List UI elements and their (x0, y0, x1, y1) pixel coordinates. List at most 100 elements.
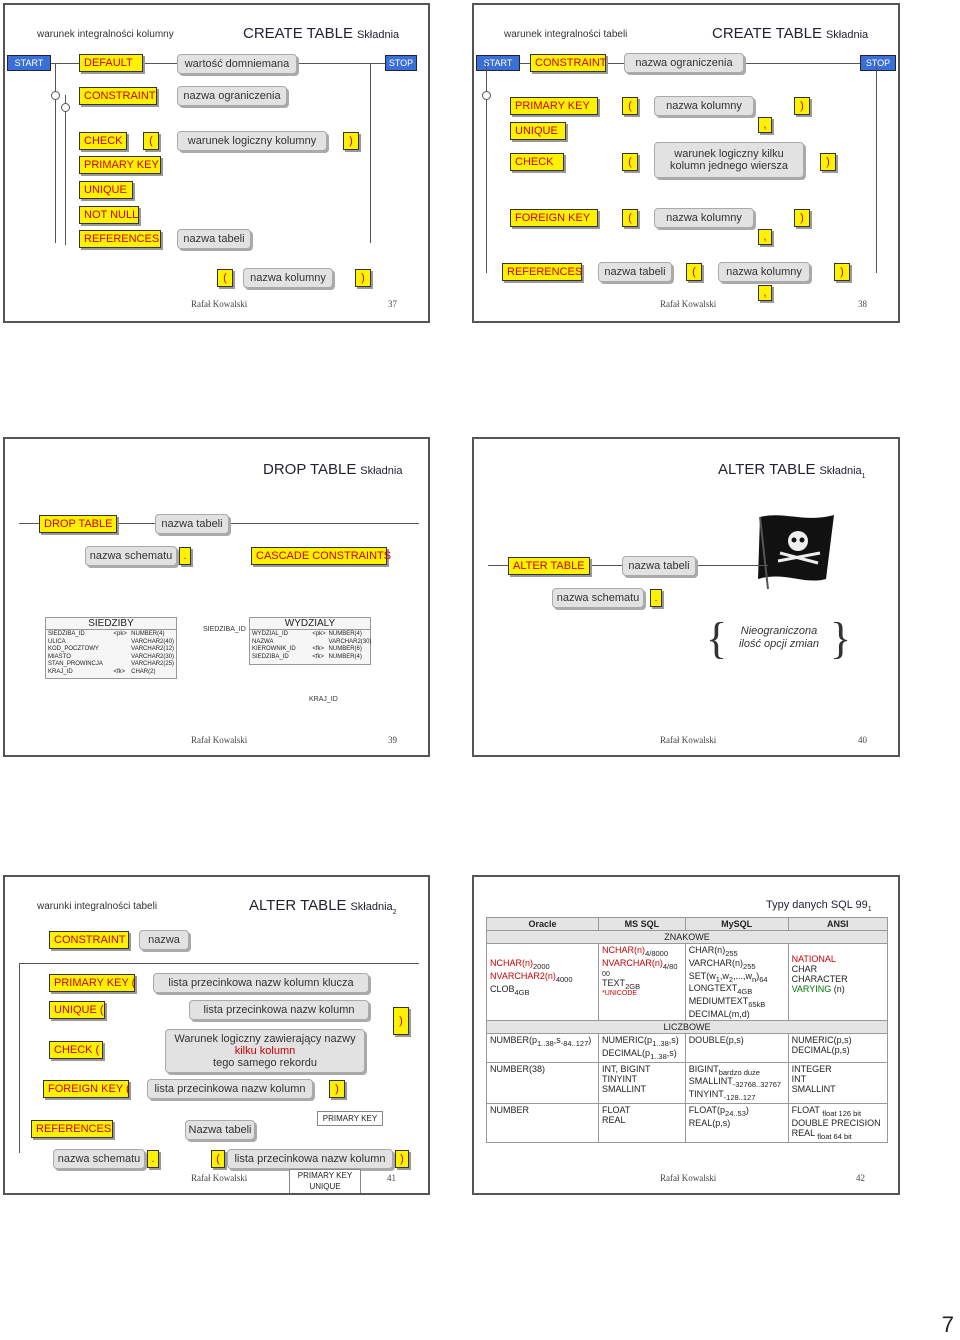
branch-line (486, 63, 487, 273)
junction-dot (482, 91, 491, 100)
lparen: ( (622, 153, 638, 171)
entity-column-cell: <pk> (312, 631, 326, 637)
column-name-param: nazwa kolumny (654, 208, 754, 228)
slide-left-title: warunek integralności kolumny (37, 29, 174, 40)
cell: NCHAR(n)2000 NVARCHAR2(n)4000 CLOB4GB (485, 943, 600, 1021)
primary-key-keyword: PRIMARY KEY (510, 97, 598, 115)
start-terminal: START (7, 55, 51, 71)
table-name-param: nazwa tabeli (598, 262, 672, 282)
link-label: SIEDZIBA_ID (203, 626, 246, 633)
cell: NCHAR(n)4/8000 NVARCHAR(n)4/80 00 TEXT2G… (598, 943, 686, 1021)
check-keyword: CHECK (79, 132, 127, 150)
entity-column-cell (114, 661, 132, 669)
stop-terminal: STOP (860, 55, 896, 71)
entity-column-cell: <fk> (312, 646, 324, 652)
entity-column-cell: SIEDZIBA_ID (252, 653, 289, 660)
col-mysql: MySQL (684, 917, 789, 931)
ref-columns-param: lista przecinkowa nazw kolumn (227, 1149, 393, 1169)
entity-name: WYDZIALY (250, 618, 370, 630)
references-keyword: REFERENCES (31, 1120, 113, 1138)
references-keyword: REFERENCES (79, 230, 161, 248)
entity-column-cell: <pk> (113, 631, 127, 637)
col-mssql: MS SQL (598, 917, 686, 931)
options-text: Nieograniczona ilość opcji zmian (738, 625, 820, 650)
entity-column-cell: MIASTO (48, 653, 71, 660)
pirate-flag-icon (758, 515, 834, 590)
drop-table-keyword: DROP TABLE (39, 515, 117, 533)
branch-line (370, 63, 371, 243)
lparen: ( (211, 1150, 225, 1168)
entity-column-cell: NAZWA (252, 638, 274, 645)
start-terminal: START (476, 55, 520, 71)
author: Rafał Kowalski (191, 735, 248, 745)
entity-column-cell: NUMBER(6) (328, 646, 362, 652)
entity-name: SIEDZIBY (46, 618, 176, 630)
slide-number: 41 (387, 1173, 396, 1183)
pk-columns-param: lista przecinkowa nazw kolumn klucza (153, 973, 369, 993)
unique-keyword: UNIQUE ( (49, 1001, 105, 1019)
entity-column-cell: NUMBER(4) (328, 653, 362, 660)
rail-line (19, 963, 419, 964)
alter-table-keyword: ALTER TABLE (508, 557, 590, 575)
entity-column-cell: NUMBER(4) (131, 631, 165, 637)
slide-38: warunek integralności tabeli CREATE TABL… (472, 3, 900, 323)
cell: NUMBER(38) (485, 1061, 600, 1104)
cell: NUMBER (485, 1102, 600, 1143)
table-header-row: Oracle MS SQL MySQL ANSI (485, 917, 889, 931)
entity-column-row: SIEDZIBA_ID<fk>NUMBER(4) (252, 654, 368, 662)
entity-column-row: NAZWA VARCHAR2(30) (252, 638, 372, 647)
entity-column-row: KIEROWNIK_ID<fk>NUMBER(6) (252, 646, 368, 654)
constraint-name-param: nazwa ograniczenia (177, 86, 287, 106)
lparen: ( (143, 132, 159, 150)
brace-right: } (830, 614, 852, 663)
entity-column-cell: KOD_POCZTOWY (48, 646, 99, 652)
entity-column-cell: VARCHAR2(30) (328, 638, 372, 645)
junction-dot (51, 91, 60, 100)
branch-line (876, 63, 877, 273)
entity-column-cell: VARCHAR2(40) (131, 638, 175, 645)
lparen: ( (217, 269, 233, 287)
col-ansi: ANSI (787, 917, 889, 931)
check-condition-param: warunek logiczny kilku kolumn jednego wi… (654, 142, 804, 178)
entity-column-cell: WYDZIAL_ID (252, 631, 289, 637)
entity-column-cell (114, 646, 132, 654)
lparen: ( (686, 263, 702, 281)
schema-name-param: nazwa schematu (53, 1149, 145, 1169)
data-types-table: Oracle MS SQL MySQL ANSI ZNAKOWE NCHAR(n… (485, 917, 889, 1143)
table-row: NUMBER(p1..38,s-84..127) NUMERIC(p1..38,… (485, 1032, 889, 1063)
slide-title: ALTER TABLE Składnia2 (249, 897, 397, 916)
author: Rafał Kowalski (660, 299, 717, 309)
entity-column-row: SIEDZIBA_ID<pk>NUMBER(4) (48, 631, 174, 639)
cell: DOUBLE(p,s) (684, 1032, 789, 1063)
fk-columns-param: lista przecinkowa nazw kolumn (147, 1079, 313, 1099)
slide-left-title: warunki integralności tabeli (37, 901, 158, 912)
column-name-param: nazwa kolumny (243, 268, 333, 288)
constraint-keyword: CONSTRAINT (530, 54, 607, 72)
section-char: ZNAKOWE (486, 930, 888, 944)
column-name-param: nazwa kolumny (718, 262, 810, 282)
entity-column-cell (312, 639, 328, 647)
wydzialy-entity: WYDZIALY WYDZIAL_ID <pk> NUMBER(4) NAZWA VAR… (249, 617, 371, 665)
schema-name-param: nazwa schematu (552, 588, 644, 608)
rparen: ) (794, 209, 810, 227)
slide-40: ALTER TABLE Składnia1 ALTER TABLE nazwa … (472, 437, 900, 757)
dot: . (147, 1150, 159, 1168)
cascade-keyword: CASCADE CONSTRAINTS (251, 547, 391, 565)
entity-column-cell: CHAR(2) (131, 668, 156, 675)
entity-column-row: KRAJ_ID<fk>CHAR(2) (48, 669, 174, 677)
page-number: 7 (941, 1312, 954, 1337)
author: Rafał Kowalski (660, 1173, 717, 1183)
cell: NUMBER(p1..38,s-84..127) (485, 1032, 600, 1063)
foreign-key-keyword: FOREIGN KEY (510, 209, 598, 227)
primary-key-keyword: PRIMARY KEY (79, 156, 161, 174)
table-row: NCHAR(n)2000 NVARCHAR2(n)4000 CLOB4GB NC… (485, 943, 889, 1021)
not-null-keyword: NOT NULL (79, 206, 139, 224)
author: Rafał Kowalski (191, 299, 248, 309)
cell: FLOAT float 126 bit DOUBLE PRECISION REA… (787, 1102, 889, 1143)
rparen: ) (343, 132, 359, 150)
